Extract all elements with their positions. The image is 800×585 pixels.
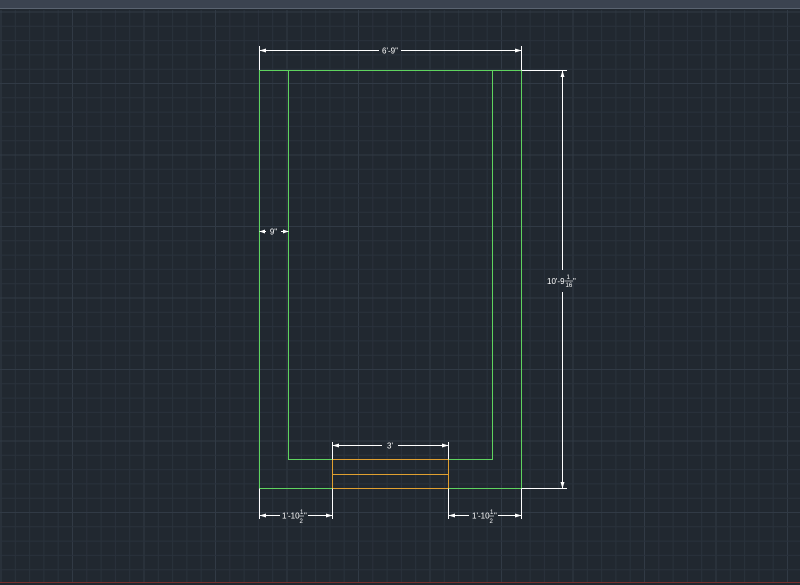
dim-text-overall-height-den: 16	[566, 283, 573, 289]
dim-text-bottom-left-den: 2	[300, 519, 304, 525]
dim-text-bottom-right[interactable]: 1'-10 1 2 "	[472, 510, 497, 525]
dim-text-door-width[interactable]: 3'	[387, 442, 393, 451]
dim-text-bottom-right-suffix: "	[494, 512, 497, 521]
dim-text-bottom-left[interactable]: 1'-10 1 2 "	[282, 510, 307, 525]
dim-text-overall-width[interactable]: 6'-9"	[382, 47, 398, 56]
inner-wall[interactable]	[289, 71, 493, 460]
wall-outline[interactable]	[260, 71, 522, 489]
dim-text-overall-height-suffix: "	[573, 277, 576, 286]
dim-text-bottom-right-den: 2	[490, 519, 494, 525]
grid	[0, 10, 800, 582]
outer-wall[interactable]	[260, 71, 522, 489]
viewport-bottom-edge	[0, 582, 800, 583]
dim-text-bottom-left-suffix: "	[304, 512, 307, 521]
dim-text-bottom-right-main: 1'-10	[472, 512, 490, 521]
dim-text-wall-thickness[interactable]: 9"	[270, 228, 277, 237]
dim-text-bottom-left-main: 1'-10	[282, 512, 300, 521]
dim-text-overall-height-num: 1	[567, 275, 571, 281]
dim-text-overall-height-main: 10'-9	[547, 277, 565, 286]
dim-text-overall-height[interactable]: 10'-9 1 16 "	[547, 275, 576, 289]
dimension-lines[interactable]	[260, 46, 568, 519]
